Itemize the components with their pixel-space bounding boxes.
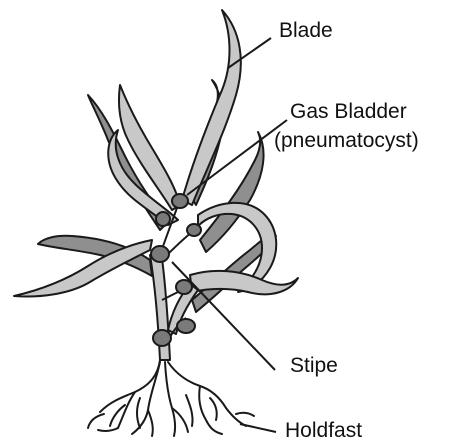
holdfast-label: Holdfast <box>285 420 362 441</box>
stipe-label: Stipe <box>290 355 338 376</box>
gas-bladder-2 <box>156 212 170 226</box>
gas-bladder-3 <box>187 224 201 236</box>
gas-bladder-4 <box>151 246 169 262</box>
gas-bladder-7 <box>153 330 171 346</box>
gas-bladder-label: Gas Bladder <box>290 101 407 122</box>
gas-bladder-1 <box>172 194 188 208</box>
gas-bladder-6 <box>177 319 195 333</box>
holdfast-leader <box>240 424 276 432</box>
pneumatocyst-label: (pneumatocyst) <box>274 130 419 151</box>
blade-label: Blade <box>279 20 333 41</box>
gas-bladder-5 <box>176 280 192 294</box>
holdfast-roots <box>88 360 254 436</box>
